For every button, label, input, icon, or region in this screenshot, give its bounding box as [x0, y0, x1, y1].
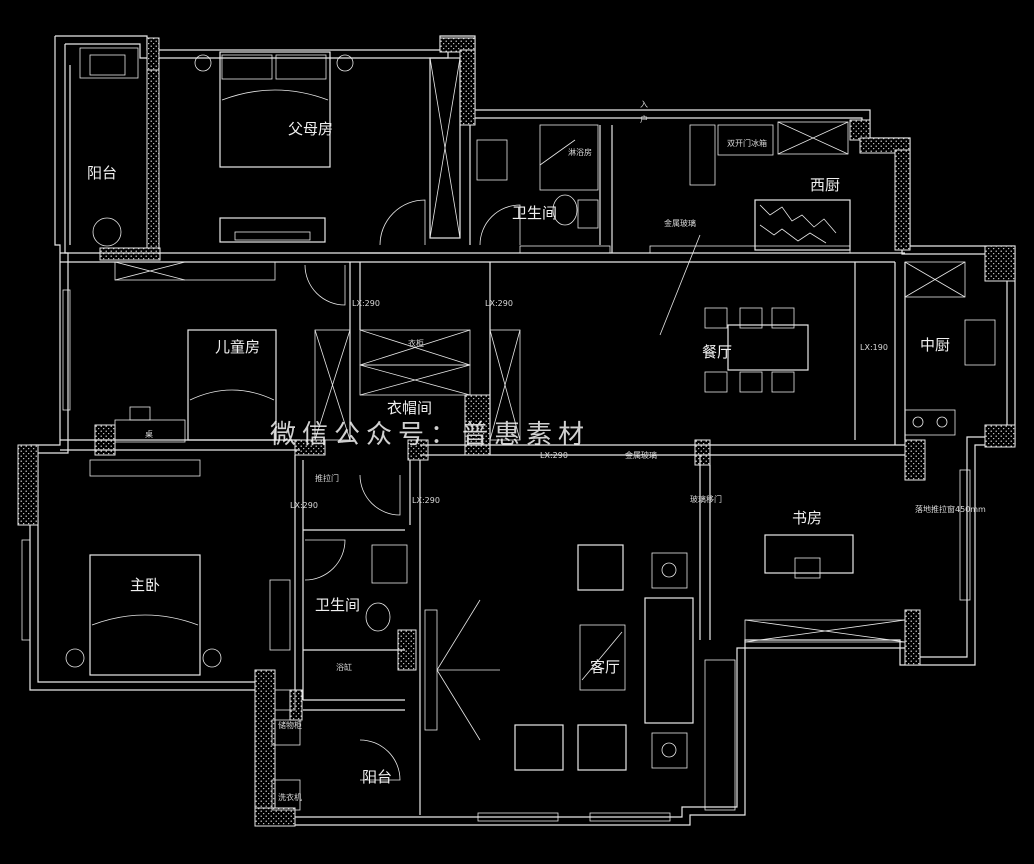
side-note-label: 落地推拉窗450mm	[915, 504, 986, 514]
lx-label-190: LX:190	[860, 343, 888, 352]
balcony-north	[79, 47, 139, 247]
shower-room-label: 淋浴房	[568, 147, 592, 157]
bathtub-label: 浴缸	[336, 662, 352, 672]
dining-furniture	[704, 307, 809, 393]
chinese-kitchen-fixtures	[904, 261, 996, 436]
wardrobe-label: 衣柜	[408, 338, 424, 348]
room-label-balcony-north: 阳台	[87, 164, 117, 182]
parents-room-furniture	[194, 51, 461, 243]
lx-label-c: LX:290	[540, 451, 568, 460]
balcony-cabinet-label: 储物柜	[278, 720, 302, 730]
children-room-furniture	[114, 261, 277, 443]
western-kitchen-fixtures	[689, 121, 851, 251]
lx-label-e: LX:290	[412, 496, 440, 505]
room-label-balcony-south: 阳台	[362, 768, 392, 786]
lx-label-b: LX:290	[485, 299, 513, 308]
master-bedroom-furniture	[65, 459, 296, 711]
room-label-master: 主卧	[130, 576, 160, 594]
room-label-study: 书房	[792, 509, 822, 527]
room-label-living: 客厅	[590, 658, 620, 676]
room-label-western-kitchen: 西厨	[810, 176, 840, 194]
room-label-chinese-kitchen: 中厨	[920, 336, 950, 354]
lower-bath-fixtures	[365, 544, 408, 632]
closet-door-label: 推拉门	[315, 473, 339, 483]
room-label-dining: 餐厅	[702, 343, 732, 361]
watermark-text: 微信公众号：普惠素材	[270, 420, 590, 450]
room-label-children: 儿童房	[215, 338, 260, 356]
entry-label-bottom: 户	[640, 114, 648, 124]
windows	[21, 245, 971, 822]
entry-label-top: 入	[640, 100, 648, 109]
room-label-bath-lower: 卫生间	[315, 596, 360, 614]
room-label-closet: 衣帽间	[387, 399, 432, 417]
closet-fixtures	[314, 329, 521, 441]
south-balcony-fixtures	[271, 659, 736, 811]
washing-machine-label: 洗衣机	[278, 792, 302, 802]
wall-hatches	[17, 37, 1016, 827]
doors	[304, 139, 701, 781]
glass-door-label: 金属玻璃	[664, 218, 696, 228]
study-door-label: 玻璃移门	[690, 494, 722, 504]
upper-bath-fixtures	[476, 124, 599, 229]
lx-label-d: LX:290	[290, 501, 318, 510]
glass-door-bottom-label: 金属玻璃	[625, 450, 657, 460]
fridge-label: 双开门冰箱	[727, 138, 767, 148]
desk-label: 桌	[145, 429, 153, 439]
lx-label-a: LX:290	[352, 299, 380, 308]
room-label-bath-upper: 卫生间	[512, 204, 557, 222]
room-label-parents: 父母房	[288, 120, 333, 138]
study-furniture	[744, 534, 906, 643]
living-room-furniture	[424, 544, 694, 771]
